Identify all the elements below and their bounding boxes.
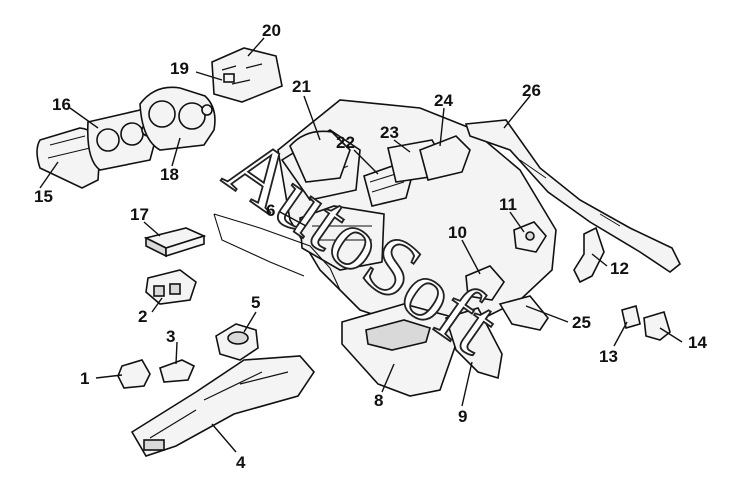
part-lower-dash-outline bbox=[213, 213, 341, 291]
part-hood-21 bbox=[289, 130, 351, 183]
part-bracket-3 bbox=[159, 359, 196, 383]
part-instrument-cluster bbox=[139, 86, 216, 151]
callout-3: 3 bbox=[166, 327, 175, 346]
part-printed-circuit bbox=[211, 47, 283, 103]
callout-17: 17 bbox=[130, 205, 149, 224]
leader-lines bbox=[39, 37, 683, 453]
callout-26: 26 bbox=[522, 81, 541, 100]
callout-14: 14 bbox=[688, 333, 707, 352]
callout-15: 15 bbox=[34, 187, 53, 206]
part-lower-panel-9 bbox=[444, 307, 503, 380]
callout-1: 1 bbox=[80, 369, 89, 388]
part-glove-box bbox=[341, 303, 457, 397]
callout-5: 5 bbox=[251, 293, 260, 312]
part-bracket-25 bbox=[498, 295, 549, 331]
part-clip-13 bbox=[621, 304, 641, 330]
callout-23: 23 bbox=[380, 123, 399, 142]
part-crossbeam bbox=[464, 119, 682, 273]
callout-8: 8 bbox=[374, 391, 383, 410]
callout-labels: 1 2 3 4 5 6 8 9 10 11 12 13 14 15 16 17 … bbox=[34, 21, 707, 472]
callout-18: 18 bbox=[160, 165, 179, 184]
part-module-10 bbox=[465, 265, 506, 301]
part-center-console bbox=[130, 355, 316, 457]
part-switch-block-2 bbox=[145, 269, 197, 305]
callout-20: 20 bbox=[262, 21, 281, 40]
part-switch-17 bbox=[143, 227, 207, 258]
callout-9: 9 bbox=[458, 407, 467, 426]
callout-6: 6 bbox=[266, 201, 275, 220]
callout-21: 21 bbox=[292, 77, 311, 96]
callout-2: 2 bbox=[138, 307, 147, 326]
callout-10: 10 bbox=[448, 223, 467, 242]
part-radio-trim-6 bbox=[299, 205, 385, 271]
part-switch-1 bbox=[117, 359, 151, 389]
part-vent-24 bbox=[419, 135, 471, 181]
callout-11: 11 bbox=[499, 195, 517, 214]
callout-12: 12 bbox=[610, 259, 629, 278]
callout-16: 16 bbox=[52, 95, 71, 114]
callout-25: 25 bbox=[572, 313, 591, 332]
part-clip-14 bbox=[643, 311, 671, 341]
part-cup-holder-5 bbox=[215, 323, 259, 361]
callout-13: 13 bbox=[599, 347, 618, 366]
part-bracket-12 bbox=[573, 226, 605, 284]
callout-24: 24 bbox=[434, 91, 453, 110]
callout-22: 22 bbox=[336, 133, 355, 152]
callout-4: 4 bbox=[236, 453, 246, 472]
callout-19: 19 bbox=[170, 59, 189, 78]
